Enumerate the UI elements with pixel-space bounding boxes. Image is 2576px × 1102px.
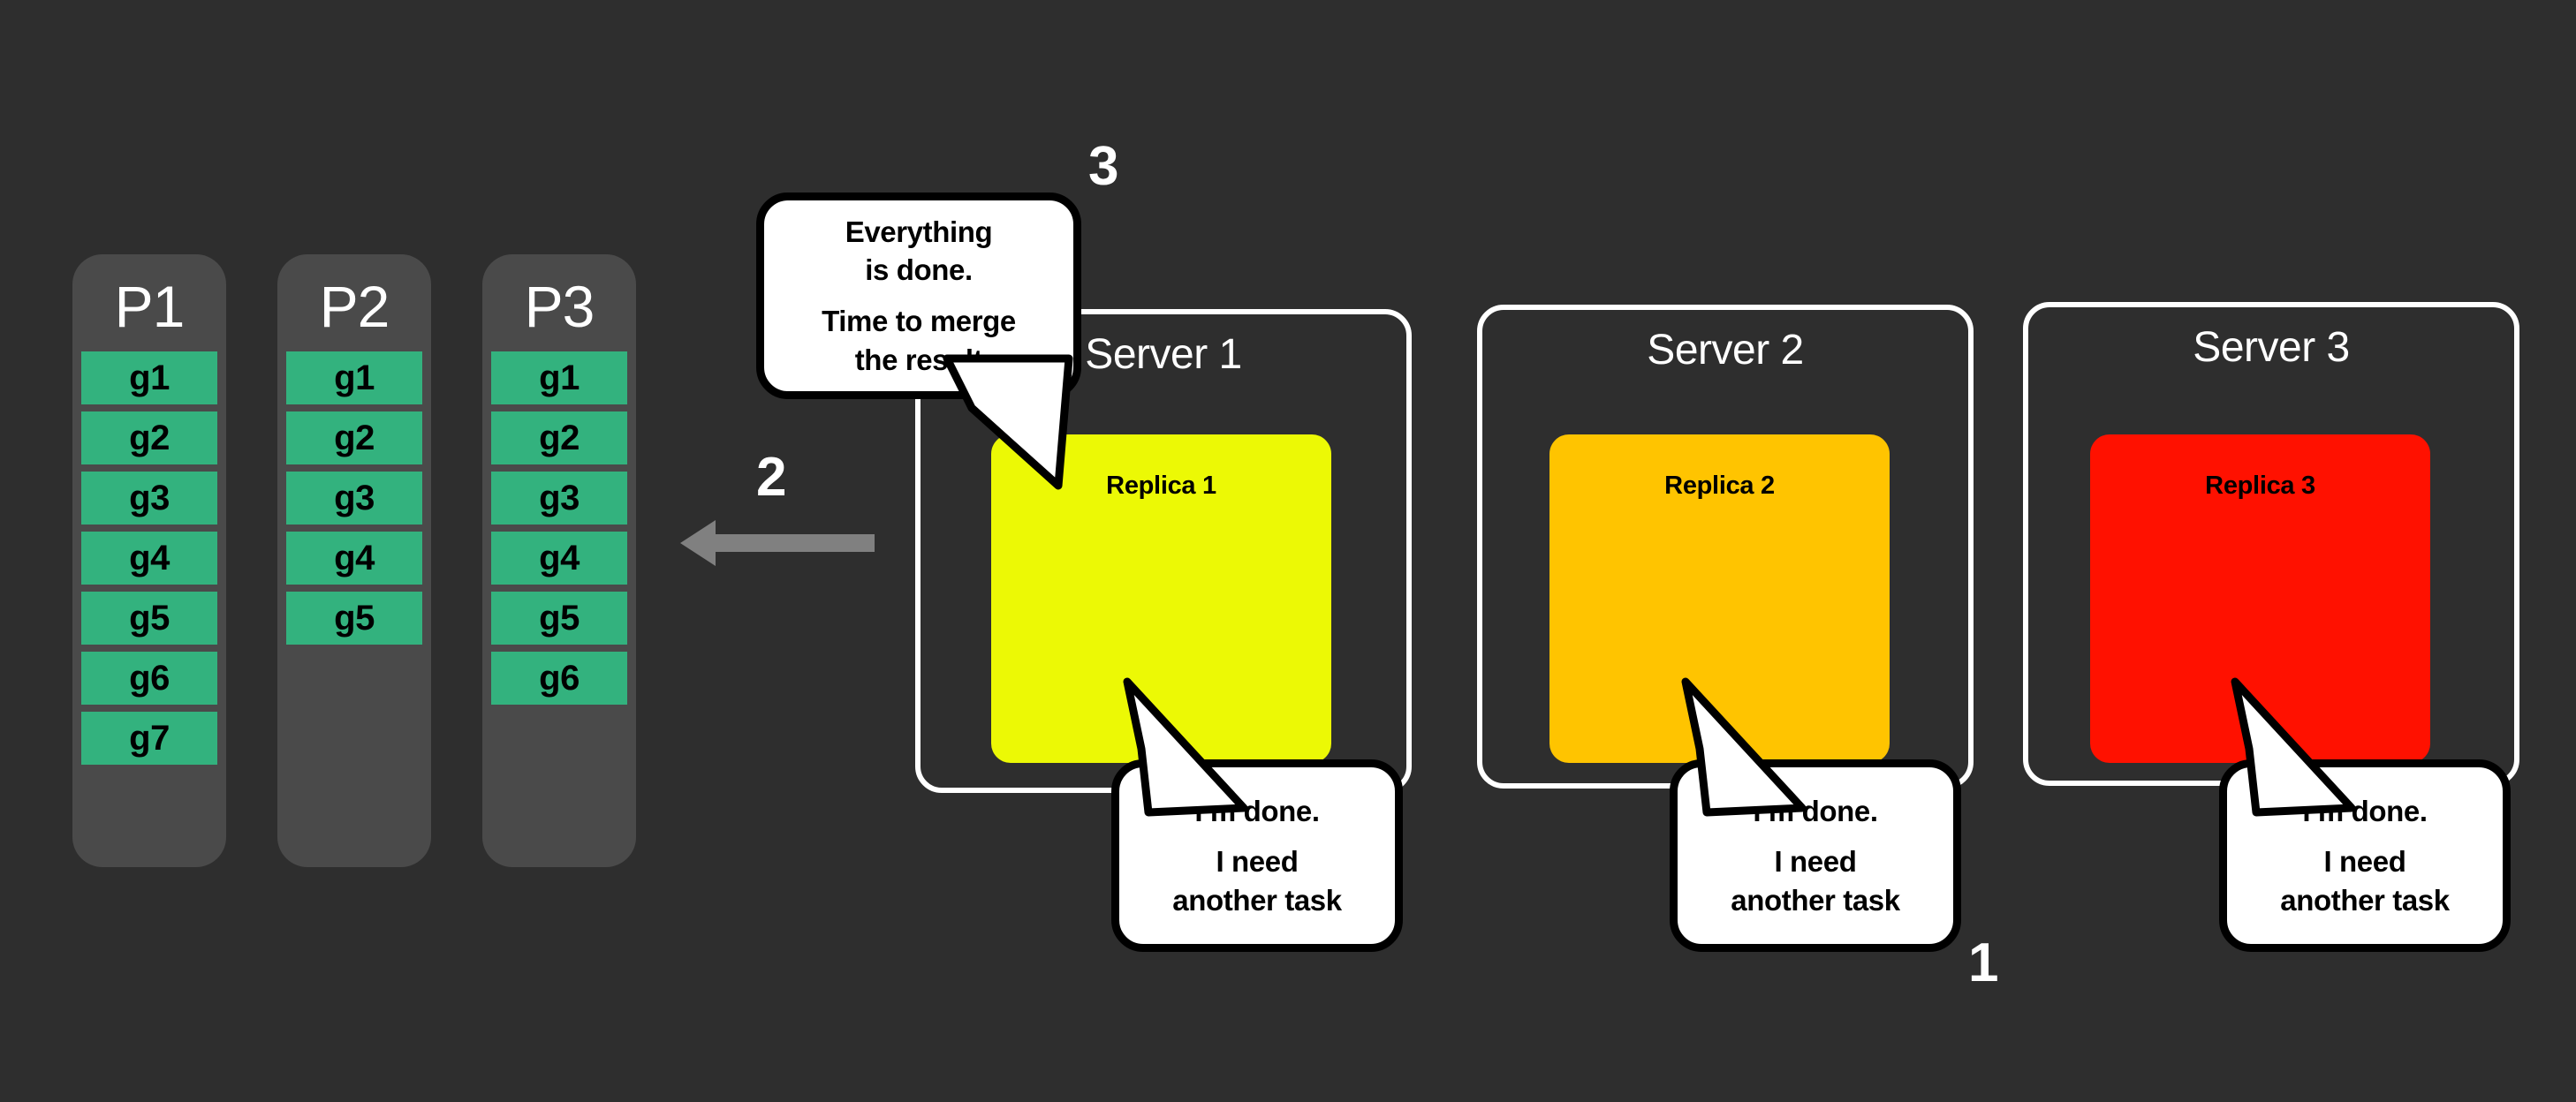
group-box[interactable]: g4 <box>286 532 422 585</box>
server-3-bubble[interactable]: I’m done. I need another task <box>2219 759 2511 952</box>
group-box[interactable]: g3 <box>286 472 422 525</box>
server-title: Server 3 <box>2193 324 2350 371</box>
merge-bubble[interactable]: Everything is done. Time to merge the re… <box>756 192 1081 399</box>
server-3-bubble-line-1: I’m done. <box>2302 794 2428 827</box>
step-number-3: 3 <box>1088 136 1118 197</box>
partition-p2[interactable]: P2 g1 g2 g3 g4 g5 <box>277 254 431 867</box>
partition-title: P1 <box>114 274 186 339</box>
group-box[interactable]: g5 <box>81 592 217 645</box>
merge-bubble-line-3: Time to merge <box>822 305 1016 337</box>
group-box[interactable]: g5 <box>491 592 627 645</box>
replica-label: Replica 3 <box>2205 472 2315 500</box>
replica-label: Replica 1 <box>1106 472 1216 500</box>
partition-p3[interactable]: P3 g1 g2 g3 g4 g5 g6 <box>482 254 636 867</box>
group-box[interactable]: g1 <box>286 351 422 404</box>
step-number-2: 2 <box>756 447 786 508</box>
group-box[interactable]: g2 <box>491 411 627 464</box>
server-1-bubble-line-1: I’m done. <box>1194 794 1320 827</box>
partition-title: P3 <box>524 274 595 339</box>
server-2-bubble-line-3: another task <box>1731 883 1900 917</box>
group-box[interactable]: g3 <box>491 472 627 525</box>
server-2-bubble[interactable]: I’m done. I need another task <box>1670 759 1961 952</box>
group-box[interactable]: g6 <box>491 652 627 705</box>
group-box[interactable]: g7 <box>81 712 217 765</box>
merge-arrow <box>671 517 875 570</box>
group-list: g1 g2 g3 g4 g5 g6 <box>482 351 636 705</box>
partition-p1[interactable]: P1 g1 g2 g3 g4 g5 g6 g7 <box>72 254 226 867</box>
replica-1[interactable]: Replica 1 <box>991 434 1331 763</box>
group-box[interactable]: g4 <box>81 532 217 585</box>
server-3-bubble-line-3: another task <box>2280 883 2450 917</box>
server-1-bubble-line-2: I need <box>1216 845 1299 879</box>
group-list: g1 g2 g3 g4 g5 g6 g7 <box>72 351 226 765</box>
arrow-left-icon <box>680 520 875 566</box>
server-1-bubble-line-3: another task <box>1172 883 1342 917</box>
merge-bubble-line-4: the result <box>854 343 983 376</box>
server-2-bubble-line-2: I need <box>1774 845 1857 879</box>
group-box[interactable]: g4 <box>491 532 627 585</box>
server-1-bubble[interactable]: I’m done. I need another task <box>1111 759 1403 952</box>
partition-title: P2 <box>319 274 390 339</box>
replica-label: Replica 2 <box>1664 472 1775 500</box>
group-box[interactable]: g6 <box>81 652 217 705</box>
step-number-1: 1 <box>1968 932 1998 993</box>
group-box[interactable]: g2 <box>81 411 217 464</box>
merge-bubble-line-2: is done. <box>865 253 973 287</box>
group-box[interactable]: g3 <box>81 472 217 525</box>
group-box[interactable]: g2 <box>286 411 422 464</box>
server-title: Server 2 <box>1647 327 1804 374</box>
group-box[interactable]: g1 <box>491 351 627 404</box>
server-3-bubble-line-2: I need <box>2323 845 2406 879</box>
server-2-bubble-line-1: I’m done. <box>1753 794 1878 827</box>
group-box[interactable]: g1 <box>81 351 217 404</box>
replica-3[interactable]: Replica 3 <box>2090 434 2430 763</box>
server-title: Server 1 <box>1085 331 1242 378</box>
replica-2[interactable]: Replica 2 <box>1549 434 1890 763</box>
group-list: g1 g2 g3 g4 g5 <box>277 351 431 645</box>
group-box[interactable]: g5 <box>286 592 422 645</box>
merge-bubble-line-1: Everything <box>845 215 993 248</box>
